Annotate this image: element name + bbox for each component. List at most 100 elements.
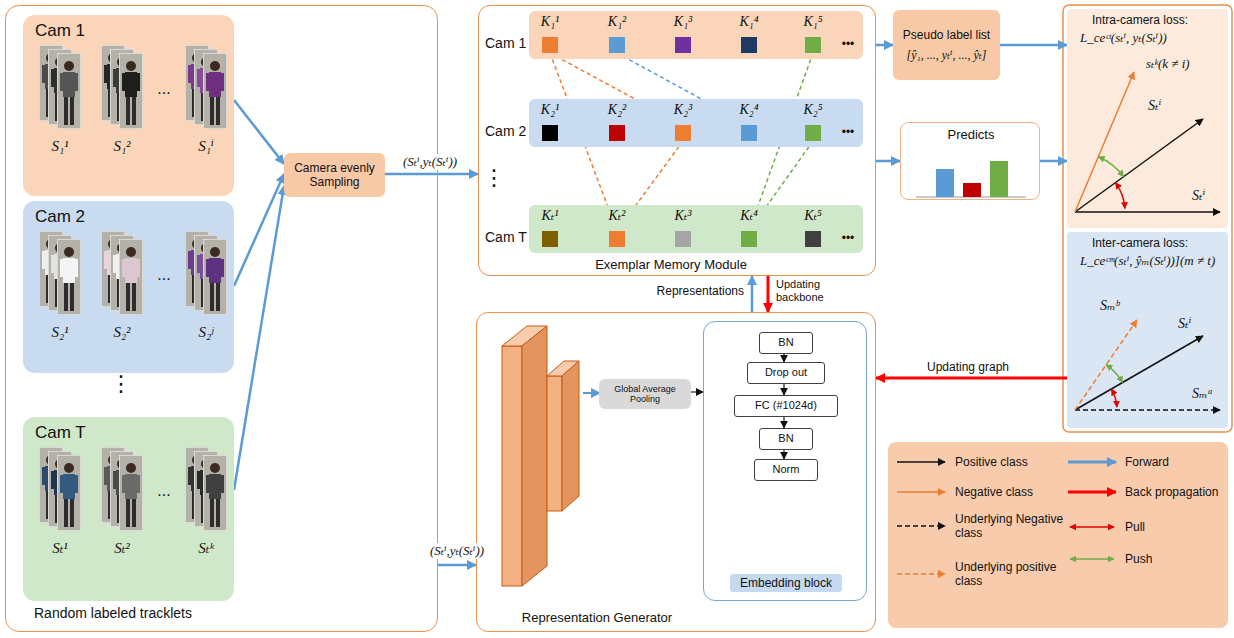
node-text: Cam T <box>35 423 86 443</box>
node-text: BN <box>778 432 793 445</box>
memory-exemplar <box>609 125 625 141</box>
memory-exemplar <box>805 37 821 53</box>
memory-exemplar <box>609 231 625 247</box>
node-text: Inter-camera loss: <box>1092 236 1188 250</box>
memory-exemplar <box>741 37 757 53</box>
drawing-part <box>897 573 945 575</box>
drawing-part <box>39 447 63 523</box>
node-text: S₁² <box>113 137 130 155</box>
node-text: K₂³ <box>674 102 692 119</box>
drawing-part <box>185 231 209 307</box>
drawing-part <box>522 326 547 586</box>
drawing-part <box>119 455 143 531</box>
connector <box>691 391 703 392</box>
node-text: Sₜᵏ <box>198 539 213 557</box>
edge-label: Updating graph <box>925 360 1011 374</box>
drawing-part <box>990 161 1008 197</box>
node-text: Representation Generator <box>522 610 672 626</box>
drawing-part <box>1075 72 1134 212</box>
node-text: ••• <box>842 37 855 51</box>
edge-label: Representations <box>655 284 746 298</box>
node-text: Cam 2 <box>35 207 85 227</box>
drawing-part <box>48 451 72 527</box>
drawing-part <box>1116 183 1125 209</box>
memory-exemplar <box>675 125 691 141</box>
layer-box: Drop out <box>747 362 825 384</box>
drawing-part <box>916 197 1026 198</box>
node-text: Cam T <box>485 229 527 246</box>
connector <box>438 564 476 567</box>
node-text: Kₜ¹ <box>542 208 559 225</box>
connector <box>234 100 284 164</box>
drawing-part <box>48 235 72 311</box>
node-text: Kₜ⁴ <box>740 208 758 225</box>
drawing-part <box>1111 389 1117 407</box>
intra-loss-box: Intra-camera loss:L_ceᶜᵗ(sₜⁱ, yₜ(Sₜⁱ))sₜ… <box>1067 9 1228 228</box>
legend-text: Forward <box>1125 455 1225 469</box>
drawing-part <box>547 361 579 376</box>
node-text: Sₘᵃ <box>1192 386 1213 403</box>
node-text: Sₘᵇ <box>1100 298 1119 315</box>
node-text: Intra-camera loss: <box>1092 13 1188 27</box>
node-text: K₁⁴ <box>739 14 758 31</box>
legend-text: Negative class <box>955 485 1065 499</box>
node-text: L_ceᶜᵐ(sₜⁱ, ŷₘ(Sₜⁱ))](m ≠ t) <box>1080 253 1220 269</box>
feature-maps <box>502 326 579 586</box>
node-text: Kₜ³ <box>675 208 692 225</box>
drawing-part <box>194 235 218 311</box>
drawing-part <box>39 45 63 121</box>
node-text: Sₜⁱ <box>1148 98 1161 115</box>
node-text: ... <box>157 265 170 284</box>
inter-loss-box: Inter-camera loss: L_ceᶜᵐ(sₜⁱ, ŷₘ(Sₜⁱ))](… <box>1067 232 1228 428</box>
drawing-part <box>39 231 63 307</box>
drawing-part <box>1075 320 1137 410</box>
connector <box>385 173 478 176</box>
node-text: Cam 2 <box>485 123 526 140</box>
embedding-block: Embedding blockBNDrop outFC (#1024d)BNNo… <box>703 321 867 601</box>
drawing-part <box>185 447 209 523</box>
legend-text: Underlying Negative class <box>955 512 1065 541</box>
drawing-part <box>101 45 125 121</box>
node-text: K₂⁴ <box>739 102 758 119</box>
drawing-part <box>583 392 600 394</box>
connector <box>1040 160 1067 163</box>
node-text: K₁² <box>608 14 626 31</box>
node-text: Drop out <box>765 366 807 379</box>
drawing-part <box>963 183 981 197</box>
connector <box>767 276 770 312</box>
node-text: Random labeled tracklets <box>34 605 192 622</box>
layer-box: BN <box>759 428 813 450</box>
node-text: Embedding block <box>730 574 842 592</box>
legend-text: Pull <box>1125 520 1225 534</box>
node-text: Cam 1 <box>35 21 85 41</box>
drawing-part <box>101 447 125 523</box>
memory-exemplar <box>542 37 558 53</box>
drawing-part <box>1106 365 1123 383</box>
node-text: sₜᵏ(k ≠ i) <box>1146 56 1190 72</box>
node-text: ••• <box>842 125 855 139</box>
drawing-part <box>194 451 218 527</box>
drawing-part <box>936 169 954 197</box>
drawing-part <box>1070 558 1114 560</box>
sampling-box: Camera evenly Sampling <box>284 153 385 197</box>
camera-group: Cam 1S₁¹S₁²...S₁ⁱ <box>23 15 234 196</box>
drawing-part <box>1075 409 1220 411</box>
node-text: Pseudo label list <box>903 28 990 42</box>
connector <box>234 174 284 286</box>
camera-group: Cam TSₜ¹Sₜ²...Sₜᵏ <box>23 417 234 601</box>
memory-exemplar <box>741 231 757 247</box>
node-text: FC (#1024d) <box>755 399 817 412</box>
node-text: S₂¹ <box>51 323 68 341</box>
drawing-part <box>203 239 227 315</box>
drawing-part <box>110 235 134 311</box>
camera-group: Cam 2S₂¹S₂²...S₂ʲ <box>23 201 234 373</box>
layer-box: Norm <box>754 459 818 481</box>
memory-exemplar <box>542 231 558 247</box>
memory-row: Cam 2K₂¹K₂²K₂³K₂⁴K₂⁵••• <box>529 99 863 147</box>
node-text: Cam 1 <box>485 35 526 52</box>
node-text: Norm <box>773 463 800 476</box>
drawing-part <box>897 491 945 493</box>
drawing-part <box>897 461 945 463</box>
drawing-part <box>57 239 81 315</box>
legend-text: Back propagation <box>1125 485 1225 499</box>
